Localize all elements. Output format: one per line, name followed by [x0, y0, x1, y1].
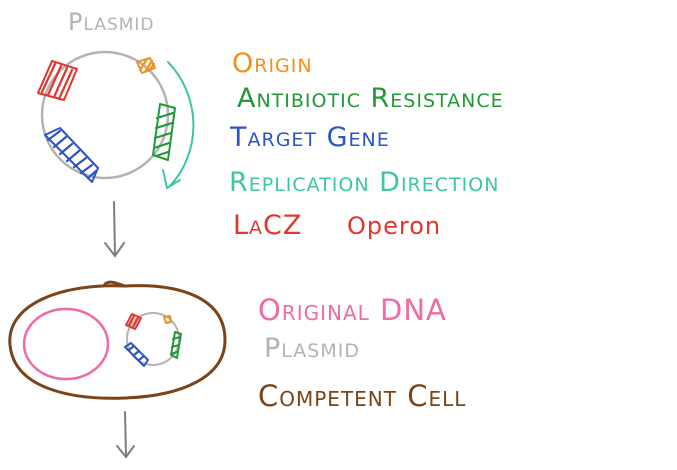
legend-operon: Operon	[347, 212, 441, 240]
down-arrow-1	[104, 201, 125, 258]
legend-original-dna: Original DNA	[258, 293, 447, 327]
legend-antibiotic-resistance: Antibiotic Resistance	[237, 83, 504, 114]
target-gene-segment	[44, 127, 99, 183]
legend-target-gene: Target Gene	[229, 122, 390, 153]
lacz-segment	[37, 60, 78, 101]
antibiotic-resistance-segment	[152, 103, 176, 161]
competent-cell	[8, 280, 227, 400]
plasmid-small	[124, 312, 182, 367]
competent-cell-membrane	[8, 280, 227, 400]
legend-replication-direction: Replication Direction	[229, 167, 499, 198]
legend-origin: Origin	[232, 48, 313, 79]
origin-segment	[136, 57, 156, 74]
legend-competent-cell: Competent Cell	[258, 379, 466, 413]
legend-plasmid: Plasmid	[264, 333, 360, 364]
plasmid-top	[37, 50, 195, 190]
down-arrow-2	[116, 411, 135, 459]
plasmid-title: Plasmid	[68, 8, 155, 36]
replication-direction-arrow	[162, 61, 195, 190]
legend-lacz: LaCZ	[233, 210, 302, 241]
original-dna-loop	[22, 307, 110, 381]
